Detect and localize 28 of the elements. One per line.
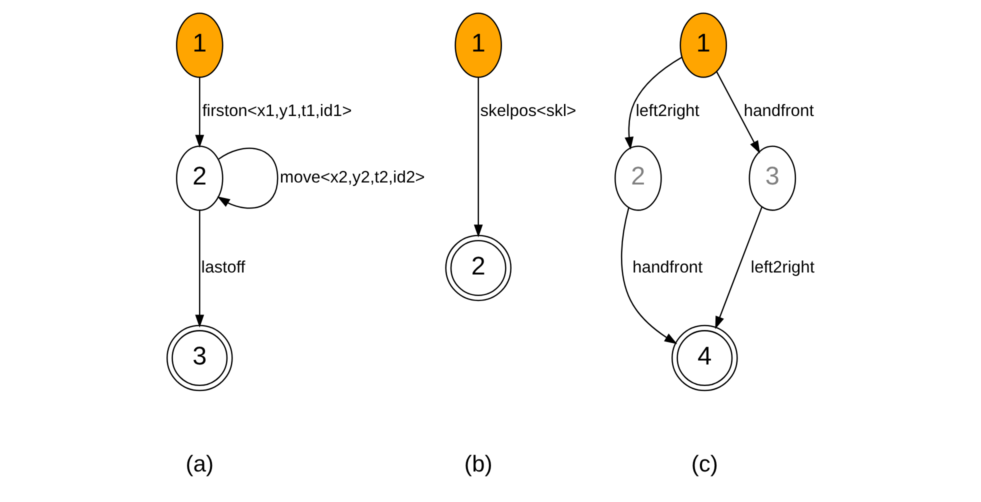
edge-label: firston<x1,y1,t1,id1> [202,101,352,120]
edge-label: lastoff [201,257,246,276]
edge-label: left2right [636,101,700,120]
edge-label: skelpos<skl> [480,101,576,120]
node-ellipse: 2 [614,146,662,211]
node-ellipse: 2 [176,146,224,211]
node-circle: 2 [445,234,512,302]
arrow [474,78,483,238]
edge-label: handfront [744,101,814,120]
arrow [620,207,678,344]
edge-label: move<x2,y2,t2,id2> [280,168,425,187]
arrow [195,210,204,328]
label: (b) [464,450,492,476]
node-ellipse: 1 [454,12,502,78]
arrow [217,148,278,209]
label: (c) [691,450,718,476]
node-ellipse: 3 [748,146,796,211]
node-ellipse: 1 [176,12,224,78]
node-circle: 4 [672,324,738,392]
label: (a) [186,450,214,476]
arrow [624,56,682,150]
arrow [195,77,204,148]
node-ellipse: 1 [680,12,728,78]
node-circle: 3 [166,324,233,392]
arrow [715,206,763,330]
arrow [716,71,760,154]
edge-label: handfront [632,257,703,276]
edge-label: left2right [750,257,815,276]
